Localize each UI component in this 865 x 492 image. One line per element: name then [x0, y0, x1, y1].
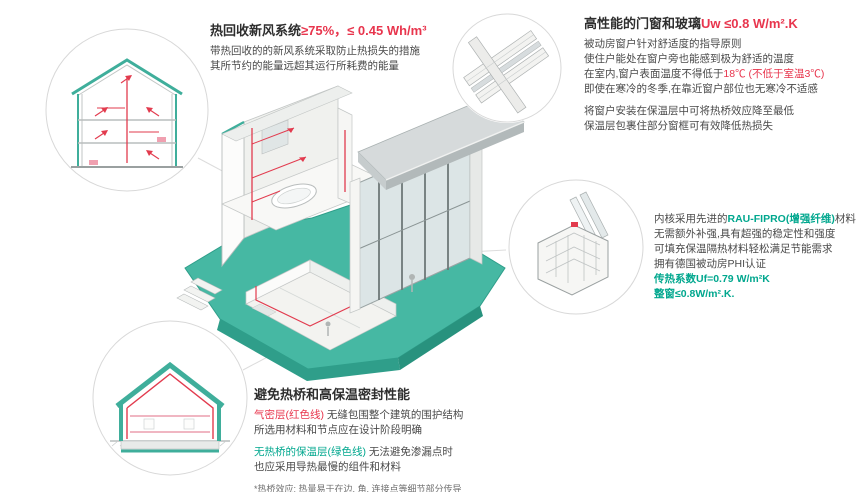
ventilation-text-block: 热回收新风系统≥75%，≤ 0.45 Wh/m³ 带热回收的的新风系统采取防止热…	[210, 22, 448, 74]
windows-title-label: 高性能的门窗和玻璃	[584, 16, 702, 31]
windows-title-value: Uw ≤0.8 W/m².K	[701, 16, 798, 31]
windows-text-block: 高性能的门窗和玻璃Uw ≤0.8 W/m².K 被动房窗户针对舒适度的指导原则 …	[584, 15, 862, 134]
profile-line-1a: 内核采用先进的	[654, 213, 728, 225]
windows-line-5: 将窗户安装在保温层中可将热桥效应降至最低	[584, 105, 794, 117]
ventilation-ducts	[251, 127, 307, 220]
windows-body: 被动房窗户针对舒适度的指导原则 使住户能处在窗户旁也能感到极为舒适的温度 在室内…	[584, 37, 862, 134]
frame-profile-icon	[508, 179, 644, 315]
ventilation-body: 带热回收的的新风系统采取防止热损失的措施 其所节约的能量远超其运行所耗费的能量	[210, 44, 448, 74]
insulation-line-3b: 无法避免渗漏点时	[366, 446, 453, 458]
insulation-line-3a: 无热桥的保温层(绿色线)	[254, 446, 366, 458]
insulation-body: 气密层(红色线) 无缝包围整个建筑的围护结构 所选用材料和节点应在设计阶段明确 …	[254, 408, 514, 492]
insulation-line-3: 无热桥的保温层(绿色线) 无法避免渗漏点时	[254, 445, 514, 460]
glazing-corner-icon	[452, 13, 562, 123]
house-cutaway-illustration	[176, 85, 525, 381]
callout-ventilation-circle	[45, 28, 209, 192]
profile-line-1: 内核采用先进的RAU-FIPRO(增强纤维)材料	[654, 212, 865, 227]
insulation-footnote: *热桥效应: 热量易于在边, 角, 连接点等细节部分传导	[254, 484, 462, 492]
insulation-line-1: 气密层(红色线) 无缝包围整个建筑的围护结构	[254, 408, 514, 423]
duct-shaft-wall	[337, 107, 353, 205]
insulation-title: 避免热桥和高保温密封性能	[254, 387, 411, 402]
profile-line-5: 传热系数Uf=0.79 W/m²K	[654, 273, 770, 285]
windows-line-3c: (不低于室温3℃)	[745, 68, 825, 80]
profile-line-6: 整窗≤0.8W/m².K.	[654, 288, 735, 300]
windows-line-2: 使住户能处在窗户旁也能感到极为舒适的温度	[584, 53, 794, 65]
windows-line-1: 被动房窗户针对舒适度的指导原则	[584, 38, 742, 50]
ventilation-line-1: 带热回收的的新风系统采取防止热损失的措施	[210, 45, 420, 57]
profile-body: 内核采用先进的RAU-FIPRO(增强纤维)材料 无需额外补强,具有超强的稳定性…	[654, 212, 865, 302]
windows-line-4: 即使在寒冷的冬季,在靠近窗户部位也无寒冷不适感	[584, 83, 818, 95]
ventilation-title-label: 热回收新风系统	[210, 23, 302, 38]
insulation-text-block: 避免热桥和高保温密封性能 气密层(红色线) 无缝包围整个建筑的围护结构 所选用材…	[254, 386, 514, 492]
windows-title: 高性能的门窗和玻璃Uw ≤0.8 W/m².K	[584, 15, 862, 32]
profile-line-1b: RAU-FIPRO(增强纤维)	[727, 213, 835, 225]
windows-line-6: 保温层包裹住部分窗框可有效降低热损失	[584, 120, 773, 132]
ventilation-section-icon	[45, 28, 209, 192]
profile-line-3: 可填充保温隔热材料轻松满足节能需求	[654, 243, 833, 255]
ventilation-title: 热回收新风系统≥75%，≤ 0.45 Wh/m³	[210, 22, 448, 39]
windows-line-3a: 在室内,窗户表面温度不得低于	[584, 68, 724, 80]
ventilation-title-value: ≥75%，≤ 0.45 Wh/m³	[301, 23, 427, 38]
profile-text-block: 内核采用先进的RAU-FIPRO(增强纤维)材料 无需额外补强,具有超强的稳定性…	[654, 212, 865, 302]
insulation-section-icon	[92, 320, 248, 476]
windows-line-3b: 18℃	[723, 68, 746, 80]
callout-frame-profile-circle	[508, 179, 644, 315]
insulation-line-2: 所选用材料和节点应在设计阶段明确	[254, 424, 422, 436]
callout-insulation-circle	[92, 320, 248, 476]
insulation-line-1b: 无缝包围整个建筑的围护结构	[324, 409, 464, 421]
ventilation-line-2: 其所节约的能量远超其运行所耗费的能量	[210, 60, 399, 72]
profile-line-4: 拥有德国被动房PHI认证	[654, 258, 767, 270]
callout-glazing-circle	[452, 13, 562, 123]
insulation-line-4: 也应采用导热最慢的组件和材料	[254, 461, 401, 473]
profile-line-1c: 材料	[834, 213, 856, 225]
windows-line-3: 在室内,窗户表面温度不得低于18℃ (不低于室温3℃)	[584, 67, 862, 82]
bathtub	[271, 183, 317, 209]
insulation-line-1a: 气密层(红色线)	[254, 409, 324, 421]
profile-line-2: 无需额外补强,具有超强的稳定性和强度	[654, 228, 836, 240]
